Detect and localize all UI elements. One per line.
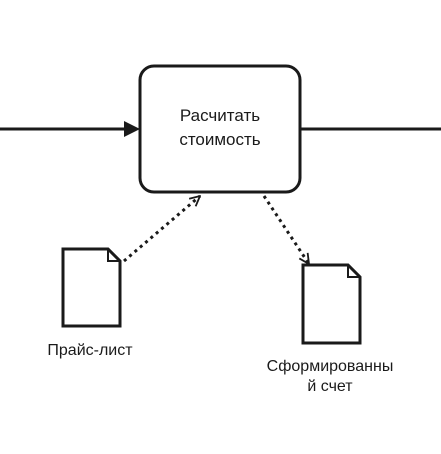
output-document-fold [347, 265, 360, 278]
task-label-line1: Расчитать [179, 106, 261, 125]
output-document-label-line2: й счет [307, 378, 353, 395]
input-document-fold [107, 249, 120, 262]
output-document-label-line1: Сформированны [266, 358, 394, 375]
task-label: Расчитать стоимость [140, 104, 300, 152]
output-data-association[interactable] [262, 195, 311, 264]
incoming-arrowhead [124, 121, 140, 137]
input-document-icon[interactable] [61, 247, 122, 328]
output-document-icon[interactable] [301, 263, 362, 345]
task-label-line2: стоимость [179, 130, 261, 149]
input-data-association[interactable] [123, 196, 200, 263]
input-document-label: Прайс-лист [47, 342, 133, 359]
